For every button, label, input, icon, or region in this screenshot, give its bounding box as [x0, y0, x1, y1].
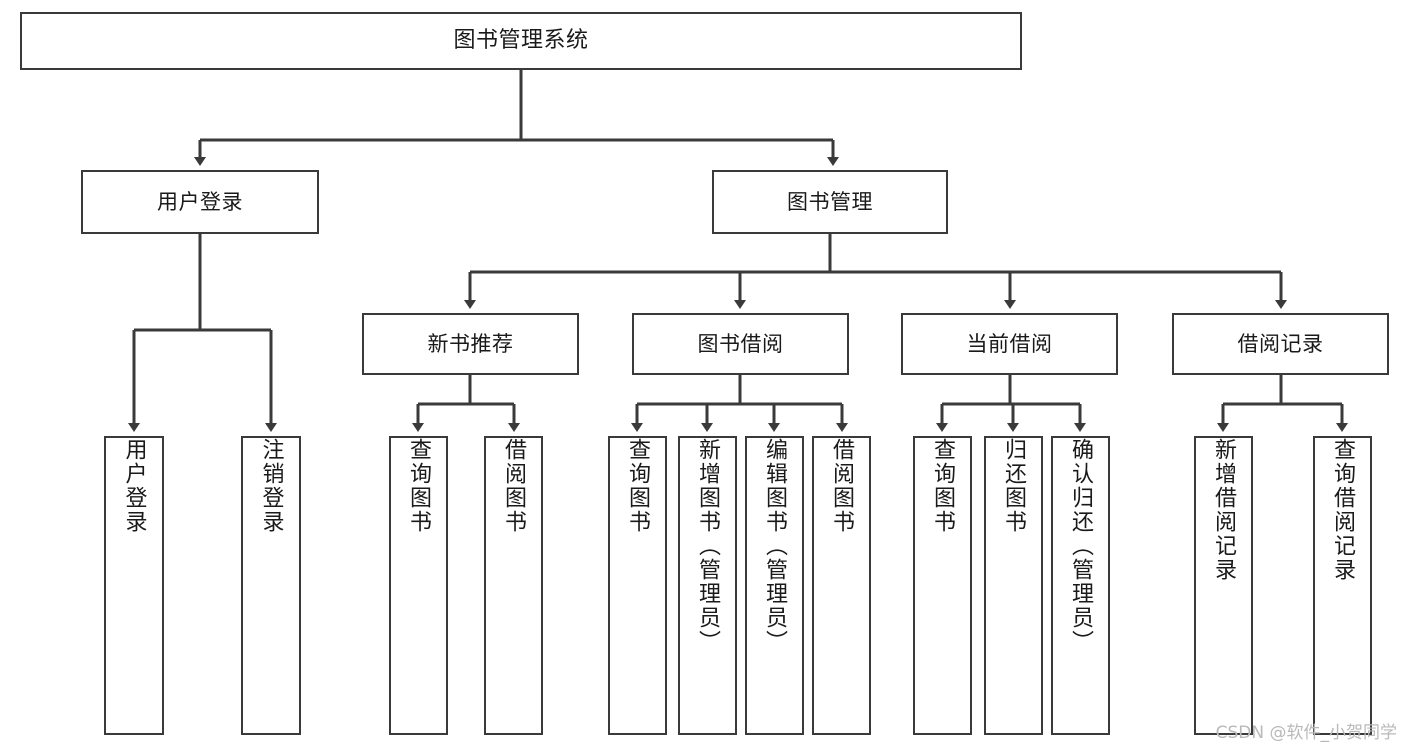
node-leaf-query-borrow-record-label: 查询借阅记录	[1330, 438, 1356, 582]
node-root[interactable]: 图书管理系统	[20, 12, 1022, 70]
node-leaf-user-login[interactable]: 用户登录	[104, 436, 164, 735]
node-leaf-borrow-book-1[interactable]: 借阅图书	[484, 436, 543, 735]
node-leaf-confirm-return-label: 确认归还（管理员）	[1068, 438, 1094, 654]
node-leaf-add-borrow-record-label: 新增借阅记录	[1211, 438, 1237, 582]
node-leaf-add-borrow-record[interactable]: 新增借阅记录	[1194, 436, 1253, 735]
node-user-login-label: 用户登录	[157, 189, 243, 214]
node-leaf-borrow-book-2-label: 借阅图书	[829, 438, 855, 534]
node-leaf-edit-book[interactable]: 编辑图书（管理员）	[745, 436, 804, 735]
node-leaf-logout-login-label: 注销登录	[258, 438, 284, 534]
node-leaf-confirm-return[interactable]: 确认归还（管理员）	[1051, 436, 1110, 735]
node-leaf-query-book-1-label: 查询图书	[406, 438, 432, 534]
node-leaf-return-book-label: 归还图书	[1001, 438, 1027, 534]
node-current-borrow[interactable]: 当前借阅	[901, 313, 1118, 375]
node-leaf-query-book-2-label: 查询图书	[625, 438, 651, 534]
node-leaf-query-borrow-record[interactable]: 查询借阅记录	[1313, 436, 1372, 735]
node-leaf-return-book[interactable]: 归还图书	[984, 436, 1043, 735]
node-leaf-logout-login[interactable]: 注销登录	[241, 436, 301, 735]
node-new-book-recommend[interactable]: 新书推荐	[362, 313, 579, 375]
node-user-login[interactable]: 用户登录	[81, 170, 319, 234]
node-new-book-recommend-label: 新书推荐	[427, 331, 514, 356]
node-book-borrow-label: 图书借阅	[697, 331, 784, 356]
node-borrow-record-label: 借阅记录	[1237, 331, 1324, 356]
csdn-watermark: CSDN @软件_小贺同学	[1215, 723, 1397, 743]
node-book-manage-label: 图书管理	[787, 189, 873, 214]
node-leaf-query-book-3-label: 查询图书	[930, 438, 956, 534]
node-leaf-add-book[interactable]: 新增图书（管理员）	[678, 436, 737, 735]
node-borrow-record[interactable]: 借阅记录	[1172, 313, 1389, 375]
node-leaf-add-book-label: 新增图书（管理员）	[695, 438, 721, 654]
node-leaf-borrow-book-1-label: 借阅图书	[501, 438, 527, 534]
node-root-label: 图书管理系统	[453, 28, 589, 54]
node-current-borrow-label: 当前借阅	[966, 331, 1053, 356]
node-leaf-borrow-book-2[interactable]: 借阅图书	[812, 436, 871, 735]
node-leaf-query-book-3[interactable]: 查询图书	[913, 436, 972, 735]
node-leaf-query-book-2[interactable]: 查询图书	[608, 436, 667, 735]
node-book-borrow[interactable]: 图书借阅	[632, 313, 849, 375]
node-leaf-query-book-1[interactable]: 查询图书	[389, 436, 448, 735]
node-leaf-edit-book-label: 编辑图书（管理员）	[762, 438, 788, 654]
node-leaf-user-login-label: 用户登录	[121, 438, 147, 534]
node-book-manage[interactable]: 图书管理	[712, 170, 948, 234]
